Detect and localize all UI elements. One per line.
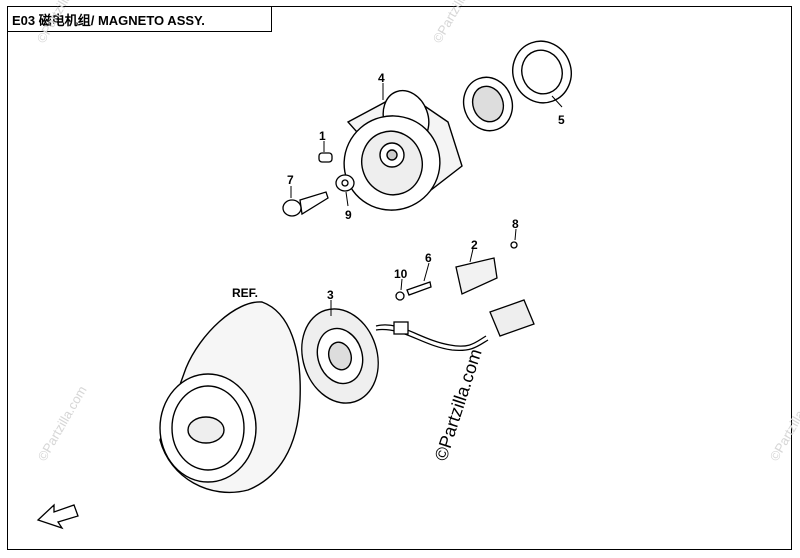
pulser-coil: [455, 241, 518, 295]
woodruff-pin: [318, 152, 333, 163]
watermark-left: ©Partzilla.com: [35, 383, 90, 463]
watermark-center: ©Partzilla.com: [431, 346, 486, 463]
callout-10: 10: [394, 267, 408, 281]
fwd-arrow-icon: [36, 503, 79, 530]
starter-plate: [512, 40, 572, 104]
stator-screws: [395, 281, 432, 301]
callout-9: 9: [345, 208, 352, 222]
callout-5: 5: [558, 113, 565, 127]
callout-4: 4: [378, 71, 385, 85]
callout-7: 7: [287, 173, 294, 187]
leader-lines: [290, 83, 563, 316]
stator-wiring: [375, 321, 489, 352]
callout-8: 8: [512, 217, 519, 231]
stator-coil: [301, 308, 379, 404]
callout-6: 6: [425, 251, 432, 265]
crankcase-cover: [159, 301, 301, 494]
diagram-frame: [7, 6, 792, 550]
watermark-top-left: ©Partzilla.com: [34, 0, 89, 46]
flywheel-rotor: [343, 89, 463, 211]
page-title: E03 磁电机组/ MAGNETO ASSY.: [12, 13, 205, 28]
flywheel-bolt: [282, 191, 329, 217]
wire-connector: [489, 299, 535, 337]
title-box: [7, 6, 272, 32]
ref-label: REF.: [232, 286, 258, 300]
watermark-right: ©Partzilla.com: [767, 383, 800, 463]
callout-3: 3: [327, 288, 334, 302]
callout-2: 2: [471, 238, 478, 252]
watermark-top-middle: ©Partzilla.com: [430, 0, 485, 46]
callout-1: 1: [319, 129, 326, 143]
one-way-clutch: [462, 76, 514, 132]
flywheel-washer: [335, 174, 355, 192]
